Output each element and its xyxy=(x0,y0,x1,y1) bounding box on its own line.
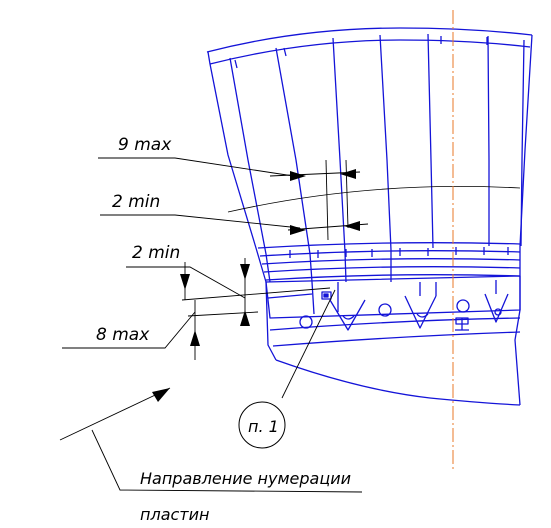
right-boundary xyxy=(514,34,533,406)
lower-arc xyxy=(269,317,521,331)
radial-line xyxy=(487,35,490,246)
band-arc xyxy=(259,250,521,257)
radial-line xyxy=(229,57,271,283)
radial-line xyxy=(332,37,347,283)
left-boundary xyxy=(207,51,277,361)
part-outline xyxy=(206,27,533,406)
dim-label-2min-lower: 2 min xyxy=(132,243,180,263)
dim-label-8max: 8 max xyxy=(96,325,150,345)
bolt-hole xyxy=(299,315,313,329)
radial-line xyxy=(275,47,313,283)
callout-label-p1: п. 1 xyxy=(248,417,279,436)
radial-line xyxy=(379,34,392,282)
notch xyxy=(404,295,437,329)
arrowheads xyxy=(152,169,360,402)
band-arc xyxy=(265,274,521,281)
dim-label-9max: 9 max xyxy=(118,135,172,155)
direction-label-line1: Направление нумерации xyxy=(140,469,351,488)
band-arc xyxy=(257,242,521,249)
outer-top-arc xyxy=(206,27,533,53)
dim-label-2min-upper: 2 min xyxy=(112,192,160,212)
inner-bottom-arc xyxy=(275,359,521,406)
band-arc xyxy=(263,266,521,273)
notch xyxy=(329,299,366,331)
callout-circle-p1 xyxy=(238,401,286,449)
lower-arc xyxy=(272,331,521,347)
notch xyxy=(484,293,509,323)
inner-top-arc xyxy=(209,39,531,65)
direction-label-line2: пластин xyxy=(140,505,209,524)
reference-arc xyxy=(227,186,521,213)
bolt-hole xyxy=(378,303,392,317)
radial-line xyxy=(427,33,434,249)
lock-plate xyxy=(265,275,521,319)
bolt-hole xyxy=(456,299,470,313)
band-arc xyxy=(261,258,521,265)
lock-square xyxy=(321,291,332,300)
